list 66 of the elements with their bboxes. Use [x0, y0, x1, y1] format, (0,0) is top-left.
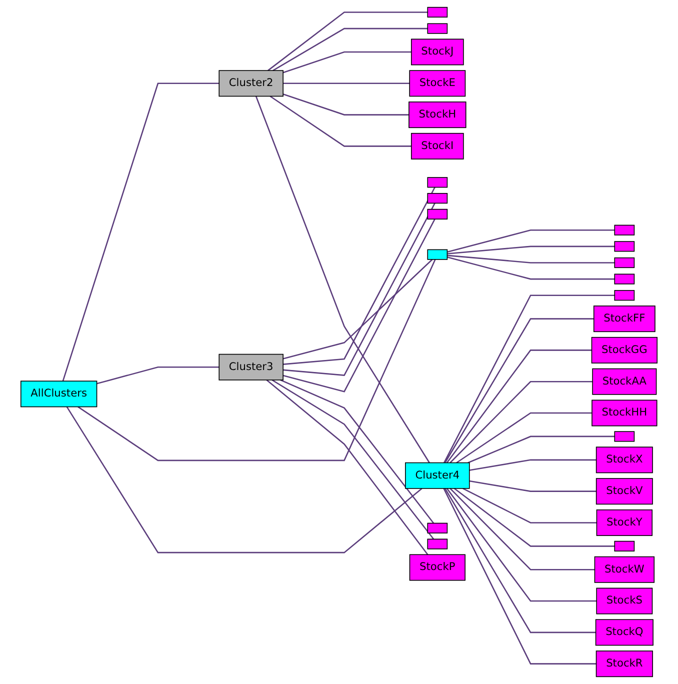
connector [450, 488, 595, 570]
node-box [614, 241, 635, 252]
connector [78, 259, 436, 462]
connector [283, 82, 410, 84]
connector [282, 259, 433, 360]
node-box: StockX [596, 446, 653, 474]
node-box [427, 249, 448, 260]
connector [96, 366, 220, 384]
connector [447, 246, 615, 254]
connector [270, 96, 412, 147]
node-box: StockGG [591, 336, 658, 364]
node-box: StockI [410, 132, 464, 160]
connector [66, 406, 422, 554]
node-box [614, 257, 635, 268]
connector [447, 254, 615, 264]
node-box: Cluster3 [218, 354, 284, 380]
node-box: StockP [409, 554, 466, 581]
connector [447, 256, 615, 280]
node-box: StockV [596, 478, 653, 505]
node-box: StockR [596, 650, 653, 678]
node-box [614, 224, 635, 236]
node-box [614, 274, 635, 284]
node-box [427, 538, 448, 550]
connector [469, 480, 596, 492]
connector [62, 82, 220, 382]
node-box: StockS [596, 588, 653, 614]
connector [282, 94, 409, 116]
node-box [427, 193, 448, 204]
node-box: StockW [594, 556, 655, 583]
node-box [614, 290, 635, 301]
connector [450, 380, 593, 464]
connector [255, 96, 430, 464]
connector [282, 218, 436, 392]
node-box: StockH [408, 102, 466, 128]
node-box [614, 431, 635, 442]
connector [469, 459, 596, 471]
connector [468, 436, 615, 464]
node-box: StockFF [593, 306, 656, 332]
node-box [427, 208, 448, 220]
node-box: StockAA [592, 368, 657, 395]
node-box [427, 6, 448, 18]
node-box [427, 23, 448, 34]
node-box: StockY [596, 509, 653, 536]
node-box [427, 177, 448, 188]
node-box: StockE [409, 70, 466, 97]
connector [447, 229, 615, 253]
connector [456, 412, 592, 464]
connector [443, 294, 615, 464]
connector [444, 488, 596, 634]
node-box: Cluster4 [405, 462, 470, 489]
node-box: StockJ [410, 38, 464, 66]
connector [268, 12, 428, 72]
connector [282, 51, 412, 74]
node-box: AllClusters [20, 380, 98, 408]
node-box [427, 522, 448, 534]
connector [454, 488, 615, 547]
node-box: StockHH [592, 400, 658, 426]
node-box: StockQ [595, 619, 654, 646]
connector [446, 488, 597, 602]
connector [446, 350, 592, 464]
node-box: Cluster2 [218, 70, 284, 97]
connector [272, 28, 428, 72]
connector [462, 488, 597, 524]
connector [443, 488, 596, 664]
node-box [614, 540, 635, 552]
connector [444, 318, 594, 464]
